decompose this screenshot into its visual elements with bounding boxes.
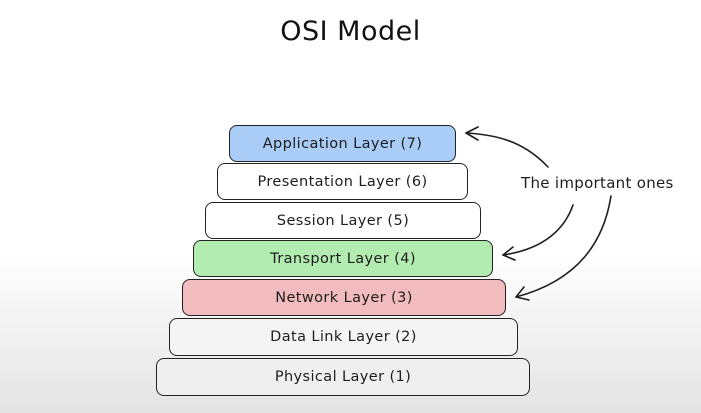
physical-layer-box: Physical Layer (1) <box>156 358 530 396</box>
important-annotation: The important ones <box>521 174 674 192</box>
arrow-to-transport <box>502 204 574 256</box>
application-layer-box: Application Layer (7) <box>229 125 456 162</box>
arrowhead-transport <box>502 246 516 261</box>
session-layer-box: Session Layer (5) <box>205 202 481 239</box>
arrowhead-application <box>465 126 479 141</box>
arrowhead-network <box>515 286 530 301</box>
network-layer-box: Network Layer (3) <box>182 279 506 316</box>
diagram-title: OSI Model <box>280 16 421 47</box>
arrow-to-network <box>515 195 612 298</box>
presentation-layer-box: Presentation Layer (6) <box>217 163 468 200</box>
data-link-layer-box: Data Link Layer (2) <box>169 318 518 356</box>
arrow-to-application <box>465 132 549 168</box>
transport-layer-box: Transport Layer (4) <box>193 240 493 277</box>
